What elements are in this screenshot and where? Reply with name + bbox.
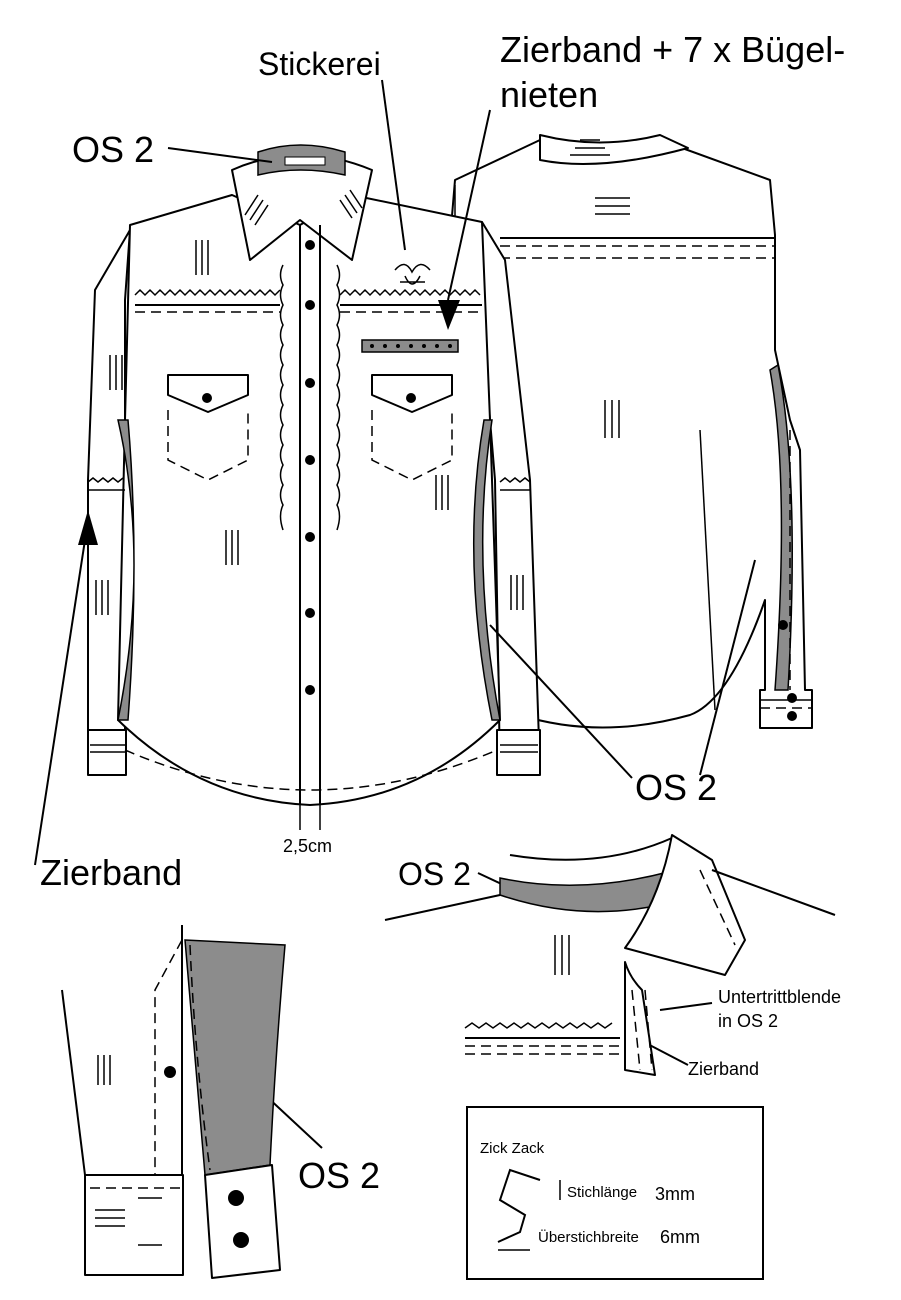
stitch-legend: Zick Zack Stichlänge 3mm Überstichbreite… [466,1106,764,1280]
label-untertrittblende: Untertrittblende [718,987,841,1007]
label-os2-sleeve: OS 2 [298,1155,380,1196]
stitch-length-value: 3mm [655,1184,695,1204]
label-zierband: Zierband [40,852,182,893]
collar-detail [384,834,836,1076]
label-untertritt-os2: in OS 2 [718,1011,778,1031]
label-placket-width: 2,5cm [283,836,332,856]
label-os2-side: OS 2 [635,767,717,808]
label-os2-collar: OS 2 [72,129,154,170]
shirt-front-view [87,144,541,830]
sleeve-detail [61,925,286,1279]
label-zierband-detail: Zierband [688,1059,759,1079]
label-os2-detail: OS 2 [398,856,471,892]
legend-title: Zick Zack [480,1140,545,1157]
label-zierband-nieten-line2: nieten [500,74,598,115]
label-zierband-nieten-line1: Zierband + 7 x Bügel- [500,29,845,70]
label-stickerei: Stickerei [258,46,381,82]
overstitch-value: 6mm [660,1227,700,1247]
stitch-length-label: Stichlänge [567,1184,637,1201]
annotation-labels: Stickerei Zierband + 7 x Bügel- nieten O… [40,29,845,1196]
overstitch-label: Überstichbreite [538,1228,639,1246]
